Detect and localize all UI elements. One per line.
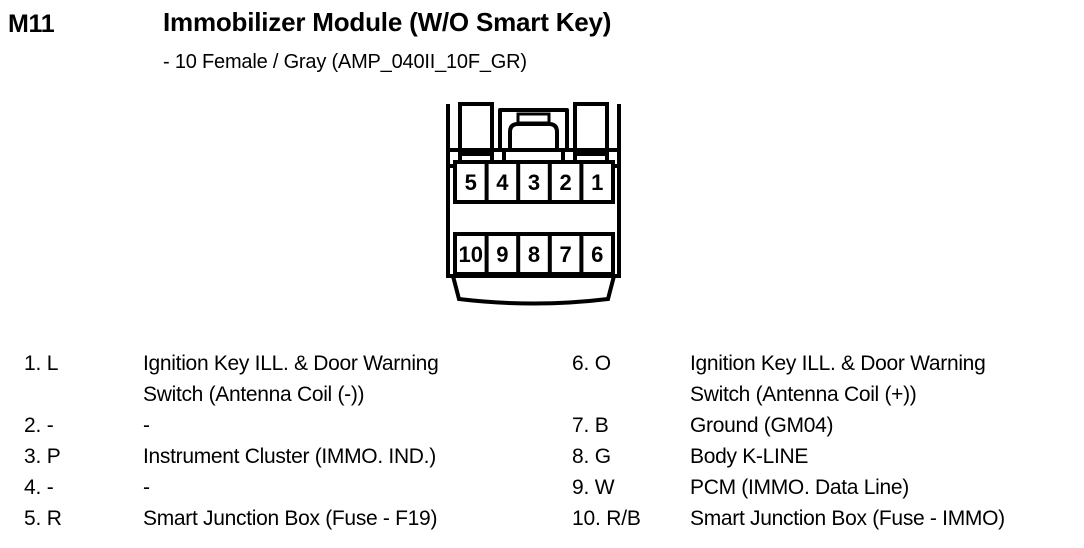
pin-id: 1. L [24,352,59,375]
pin-id: 7. B [572,414,609,437]
pinout-table: 1. L Ignition Key ILL. & Door Warning Sw… [0,348,1084,548]
pin-desc: Ignition Key ILL. & Door Warning Switch … [143,352,439,406]
pinout-row: 9. W PCM (IMMO. Data Line) [545,472,1084,503]
pin-desc: Ground (GM04) [690,414,834,437]
connector-diagram: 5 4 3 2 1 10 9 8 7 6 [430,92,655,312]
pin-id: 2. - [24,414,54,437]
pin-id: 4. - [24,476,54,499]
pinout-column-right: 6. O Ignition Key ILL. & Door Warning Sw… [545,348,1084,534]
pin-desc: - [143,414,150,437]
connector-spec-subtitle: - 10 Female / Gray (AMP_040II_10F_GR) [163,51,527,73]
pin-desc: - [143,476,150,499]
pin-row-top: 5 4 3 2 1 [453,160,615,204]
pin-cavity-10: 10 [459,242,483,267]
pinout-row: 3. P Instrument Cluster (IMMO. IND.) [0,441,545,472]
pin-cavity-4: 4 [496,170,509,195]
pinout-row: 4. - - [0,472,545,503]
pin-desc: Smart Junction Box (Fuse - F19) [143,507,438,530]
connector-bottom-skirt [450,274,617,306]
module-code-label: M11 [8,10,55,38]
pinout-row: 10. R/B Smart Junction Box (Fuse - IMMO) [545,503,1084,534]
pinout-row: 8. G Body K-LINE [545,441,1084,472]
pinout-row: 6. O Ignition Key ILL. & Door Warning Sw… [545,348,1084,410]
pinout-column-left: 1. L Ignition Key ILL. & Door Warning Sw… [0,348,545,534]
pin-cavity-1: 1 [591,170,603,195]
page-title: Immobilizer Module (W/O Smart Key) [163,7,612,37]
connector-svg: 5 4 3 2 1 10 9 8 7 6 [446,102,621,306]
pin-row-bottom: 10 9 8 7 6 [453,232,615,276]
pinout-row: 1. L Ignition Key ILL. & Door Warning Sw… [0,348,545,410]
pin-id: 8. G [572,445,611,468]
pin-desc: Instrument Cluster (IMMO. IND.) [143,445,436,468]
pin-id: 5. R [24,507,62,530]
pin-id: 9. W [572,476,615,499]
connector-right-shoulder-tab [561,102,621,168]
pin-desc: Smart Junction Box (Fuse - IMMO) [690,507,1005,530]
pinout-row: 5. R Smart Junction Box (Fuse - F19) [0,503,545,534]
pin-cavity-8: 8 [528,242,540,267]
pin-id: 10. R/B [572,507,641,530]
pin-cavity-5: 5 [465,170,477,195]
header: M11 Immobilizer Module (W/O Smart Key) -… [0,0,1084,90]
pin-cavity-6: 6 [591,242,603,267]
pin-id: 6. O [572,352,611,375]
connector-left-shoulder-tab [446,102,506,168]
pin-cavity-2: 2 [559,170,571,195]
connector-latch-slot [516,112,551,125]
pin-desc: Body K-LINE [690,445,809,468]
pin-desc: Ignition Key ILL. & Door Warning Switch … [690,352,986,406]
pin-id: 3. P [24,445,61,468]
pin-cavity-3: 3 [528,170,540,195]
pin-row-bottom-outline [453,232,615,276]
pin-cavity-7: 7 [559,242,571,267]
pinout-row: 2. - - [0,410,545,441]
pinout-row: 7. B Ground (GM04) [545,410,1084,441]
pin-desc: PCM (IMMO. Data Line) [690,476,909,499]
pin-cavity-9: 9 [496,242,508,267]
pin-row-top-outline [453,160,615,204]
